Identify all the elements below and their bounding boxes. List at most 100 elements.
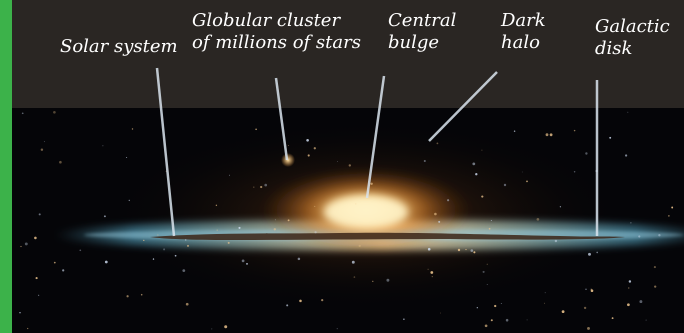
star [227,241,230,244]
star [473,251,476,254]
star [472,162,476,166]
star [211,328,213,330]
star [358,244,361,248]
star [229,174,230,176]
star [306,138,309,142]
star [20,245,22,248]
star [370,182,373,186]
star [297,257,301,261]
star [174,254,177,257]
star [457,248,461,252]
label-solar-system: Solar system [60,36,178,57]
star [216,229,218,231]
star [314,231,317,234]
star [348,164,351,167]
star [484,324,488,328]
star [241,259,245,263]
star [561,310,565,313]
star [321,299,324,302]
star [264,183,268,187]
star [585,288,587,291]
label-central-bulge: Central bulge [388,10,457,53]
star [34,236,37,240]
star [102,145,104,147]
star [157,234,159,236]
star [427,268,429,270]
pointer-central-bulge [365,75,386,199]
star [246,263,248,265]
star [21,112,24,115]
star [543,302,546,304]
star [336,328,338,330]
star [587,326,590,330]
star [536,217,540,221]
star [438,220,441,223]
label-globular-cluster: Globular cluster of millions of stars [192,10,361,53]
star [186,244,190,247]
star [287,219,290,222]
pointer-solar-system [155,67,176,237]
central-bulge-core [324,196,408,228]
star [131,128,134,130]
star [299,299,302,303]
green-edge-strip [0,0,12,333]
star [588,252,591,256]
star [554,239,558,243]
star [490,220,492,222]
star [573,129,576,132]
star [500,302,502,304]
globular-cluster-dot [281,153,295,167]
star [273,228,277,231]
star [103,215,106,218]
star [104,260,108,264]
star [430,271,434,274]
star [505,318,509,322]
star [544,292,546,294]
star [470,249,474,252]
star [481,195,484,198]
star [482,270,485,273]
star [638,235,641,238]
star [53,110,56,114]
star [549,133,553,137]
star [658,234,661,237]
star [126,295,129,298]
star [182,269,186,272]
star [590,289,594,292]
star [583,306,587,310]
star [490,319,493,322]
star [152,258,155,260]
star [434,212,437,216]
star [126,156,128,159]
star [163,248,166,251]
star [62,269,65,272]
star [79,249,82,252]
star [184,239,187,241]
star [274,219,276,221]
star [465,249,467,251]
star [439,312,441,314]
star [313,147,316,150]
star [35,277,38,280]
star [447,199,450,202]
star [671,206,674,209]
star [38,213,41,216]
star [351,260,355,264]
star [526,180,528,183]
star [628,280,632,283]
star [486,263,488,265]
label-band [12,0,684,108]
star [436,142,439,145]
star [427,247,431,251]
star [255,128,257,131]
star [215,204,218,207]
star [475,173,478,176]
star [526,319,528,321]
star [372,280,374,282]
star [627,303,630,307]
star [143,239,145,242]
star [431,276,433,278]
star [53,261,56,264]
star [476,307,478,309]
